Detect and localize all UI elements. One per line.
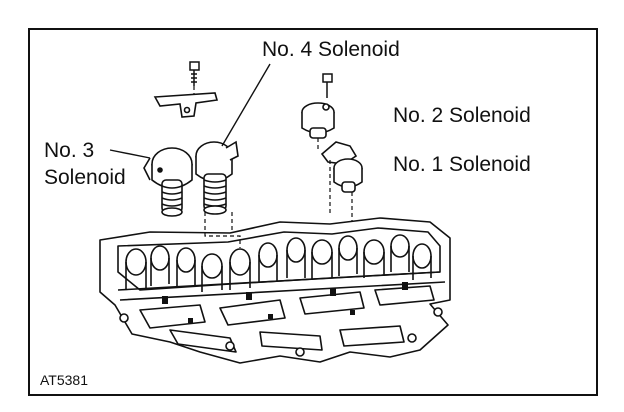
no3-solenoid	[143, 147, 193, 217]
no2-bolt	[322, 73, 333, 98]
bracket-bolt	[189, 61, 200, 86]
no1-solenoid-label: No. 1 Solenoid	[393, 153, 531, 176]
no4-solenoid-label: No. 4 Solenoid	[262, 38, 400, 61]
no4-leader	[221, 63, 271, 147]
no1-solenoid	[320, 141, 363, 193]
no3-solenoid-label-line2: Solenoid	[44, 166, 126, 189]
no3-leader	[109, 149, 151, 159]
leader-lines	[109, 63, 271, 159]
no2-solenoid-label: No. 2 Solenoid	[393, 104, 531, 127]
install-guide-lines-right	[317, 138, 353, 222]
install-guide-lines	[193, 86, 241, 248]
solenoid-bracket	[153, 92, 219, 118]
figure-code: AT5381	[40, 372, 88, 388]
figure-frame	[28, 28, 598, 396]
valve-body	[99, 217, 451, 364]
no4-solenoid	[195, 140, 239, 215]
no3-solenoid-label-line1: No. 3	[44, 139, 95, 162]
no2-solenoid	[301, 102, 335, 139]
